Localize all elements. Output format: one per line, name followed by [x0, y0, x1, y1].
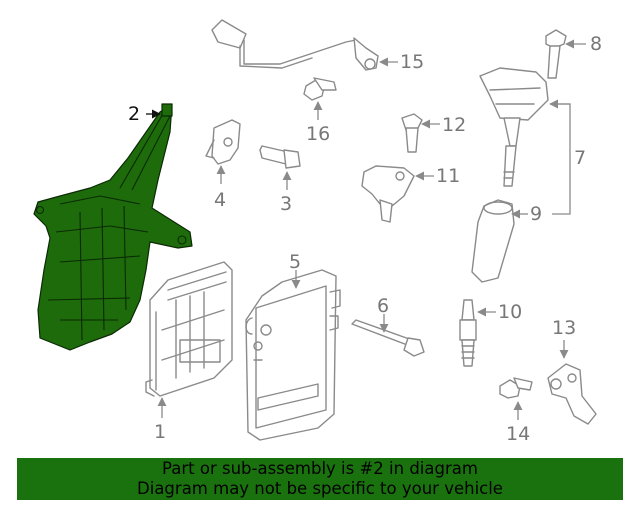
callout-14: 14 — [506, 401, 530, 445]
svg-text:8: 8 — [590, 33, 602, 55]
callout-13: 13 — [552, 317, 576, 359]
part-12-bolt[interactable] — [401, 113, 423, 153]
callout-1: 1 — [154, 397, 167, 443]
part-10-spark-plug[interactable] — [459, 299, 477, 367]
callout-9: 9 — [511, 203, 542, 225]
svg-text:14: 14 — [506, 423, 530, 445]
banner-line-part: Part or sub-assembly is #2 in diagram — [162, 459, 478, 478]
svg-text:12: 12 — [442, 114, 466, 136]
part-13-crank-sensor[interactable] — [547, 363, 597, 425]
part-16-bolt[interactable] — [303, 77, 337, 101]
callout-2: 2 — [128, 103, 161, 125]
part-11-sensor[interactable] — [361, 165, 415, 223]
callout-16: 16 — [306, 101, 330, 145]
part-15-sensor[interactable] — [211, 19, 379, 71]
part-4-clip[interactable] — [205, 119, 241, 165]
callout-4: 4 — [214, 165, 226, 211]
callout-3: 3 — [280, 171, 292, 215]
part-5-cover[interactable] — [245, 269, 341, 441]
part-8-bolt[interactable] — [545, 29, 567, 79]
svg-text:16: 16 — [306, 123, 330, 145]
svg-text:15: 15 — [400, 51, 424, 73]
svg-text:3: 3 — [280, 193, 292, 215]
part-info-banner: Part or sub-assembly is #2 in diagram Di… — [17, 458, 623, 500]
svg-text:7: 7 — [574, 147, 586, 169]
parts-diagram: 1 2 3 4 5 6 7 8 9 10 11 1 — [33, 19, 602, 445]
callout-7: 7 — [549, 99, 586, 215]
part-7-ignition-coil[interactable] — [479, 67, 549, 187]
svg-text:9: 9 — [530, 203, 542, 225]
part-14-bolt[interactable] — [499, 377, 533, 399]
svg-text:10: 10 — [498, 301, 522, 323]
svg-text:1: 1 — [154, 421, 166, 443]
callout-8: 8 — [565, 33, 602, 55]
callout-12: 12 — [421, 114, 466, 136]
svg-text:4: 4 — [214, 189, 226, 211]
svg-text:6: 6 — [377, 295, 389, 317]
part-3-bolt[interactable] — [259, 145, 301, 169]
callout-10: 10 — [477, 301, 522, 323]
svg-text:2: 2 — [128, 103, 140, 125]
part-9-coil-boot[interactable] — [471, 199, 515, 283]
svg-text:11: 11 — [436, 165, 460, 187]
part-2-bracket[interactable] — [33, 103, 193, 351]
callout-11: 11 — [415, 165, 460, 187]
callout-15: 15 — [379, 51, 424, 73]
svg-text:13: 13 — [552, 317, 576, 339]
banner-line-disclaimer: Diagram may not be specific to your vehi… — [137, 479, 503, 498]
part-1-module[interactable] — [145, 261, 233, 397]
svg-text:5: 5 — [289, 251, 301, 273]
callout-5: 5 — [289, 251, 301, 289]
callout-6: 6 — [377, 295, 389, 333]
part-6-bolt[interactable] — [351, 319, 425, 357]
